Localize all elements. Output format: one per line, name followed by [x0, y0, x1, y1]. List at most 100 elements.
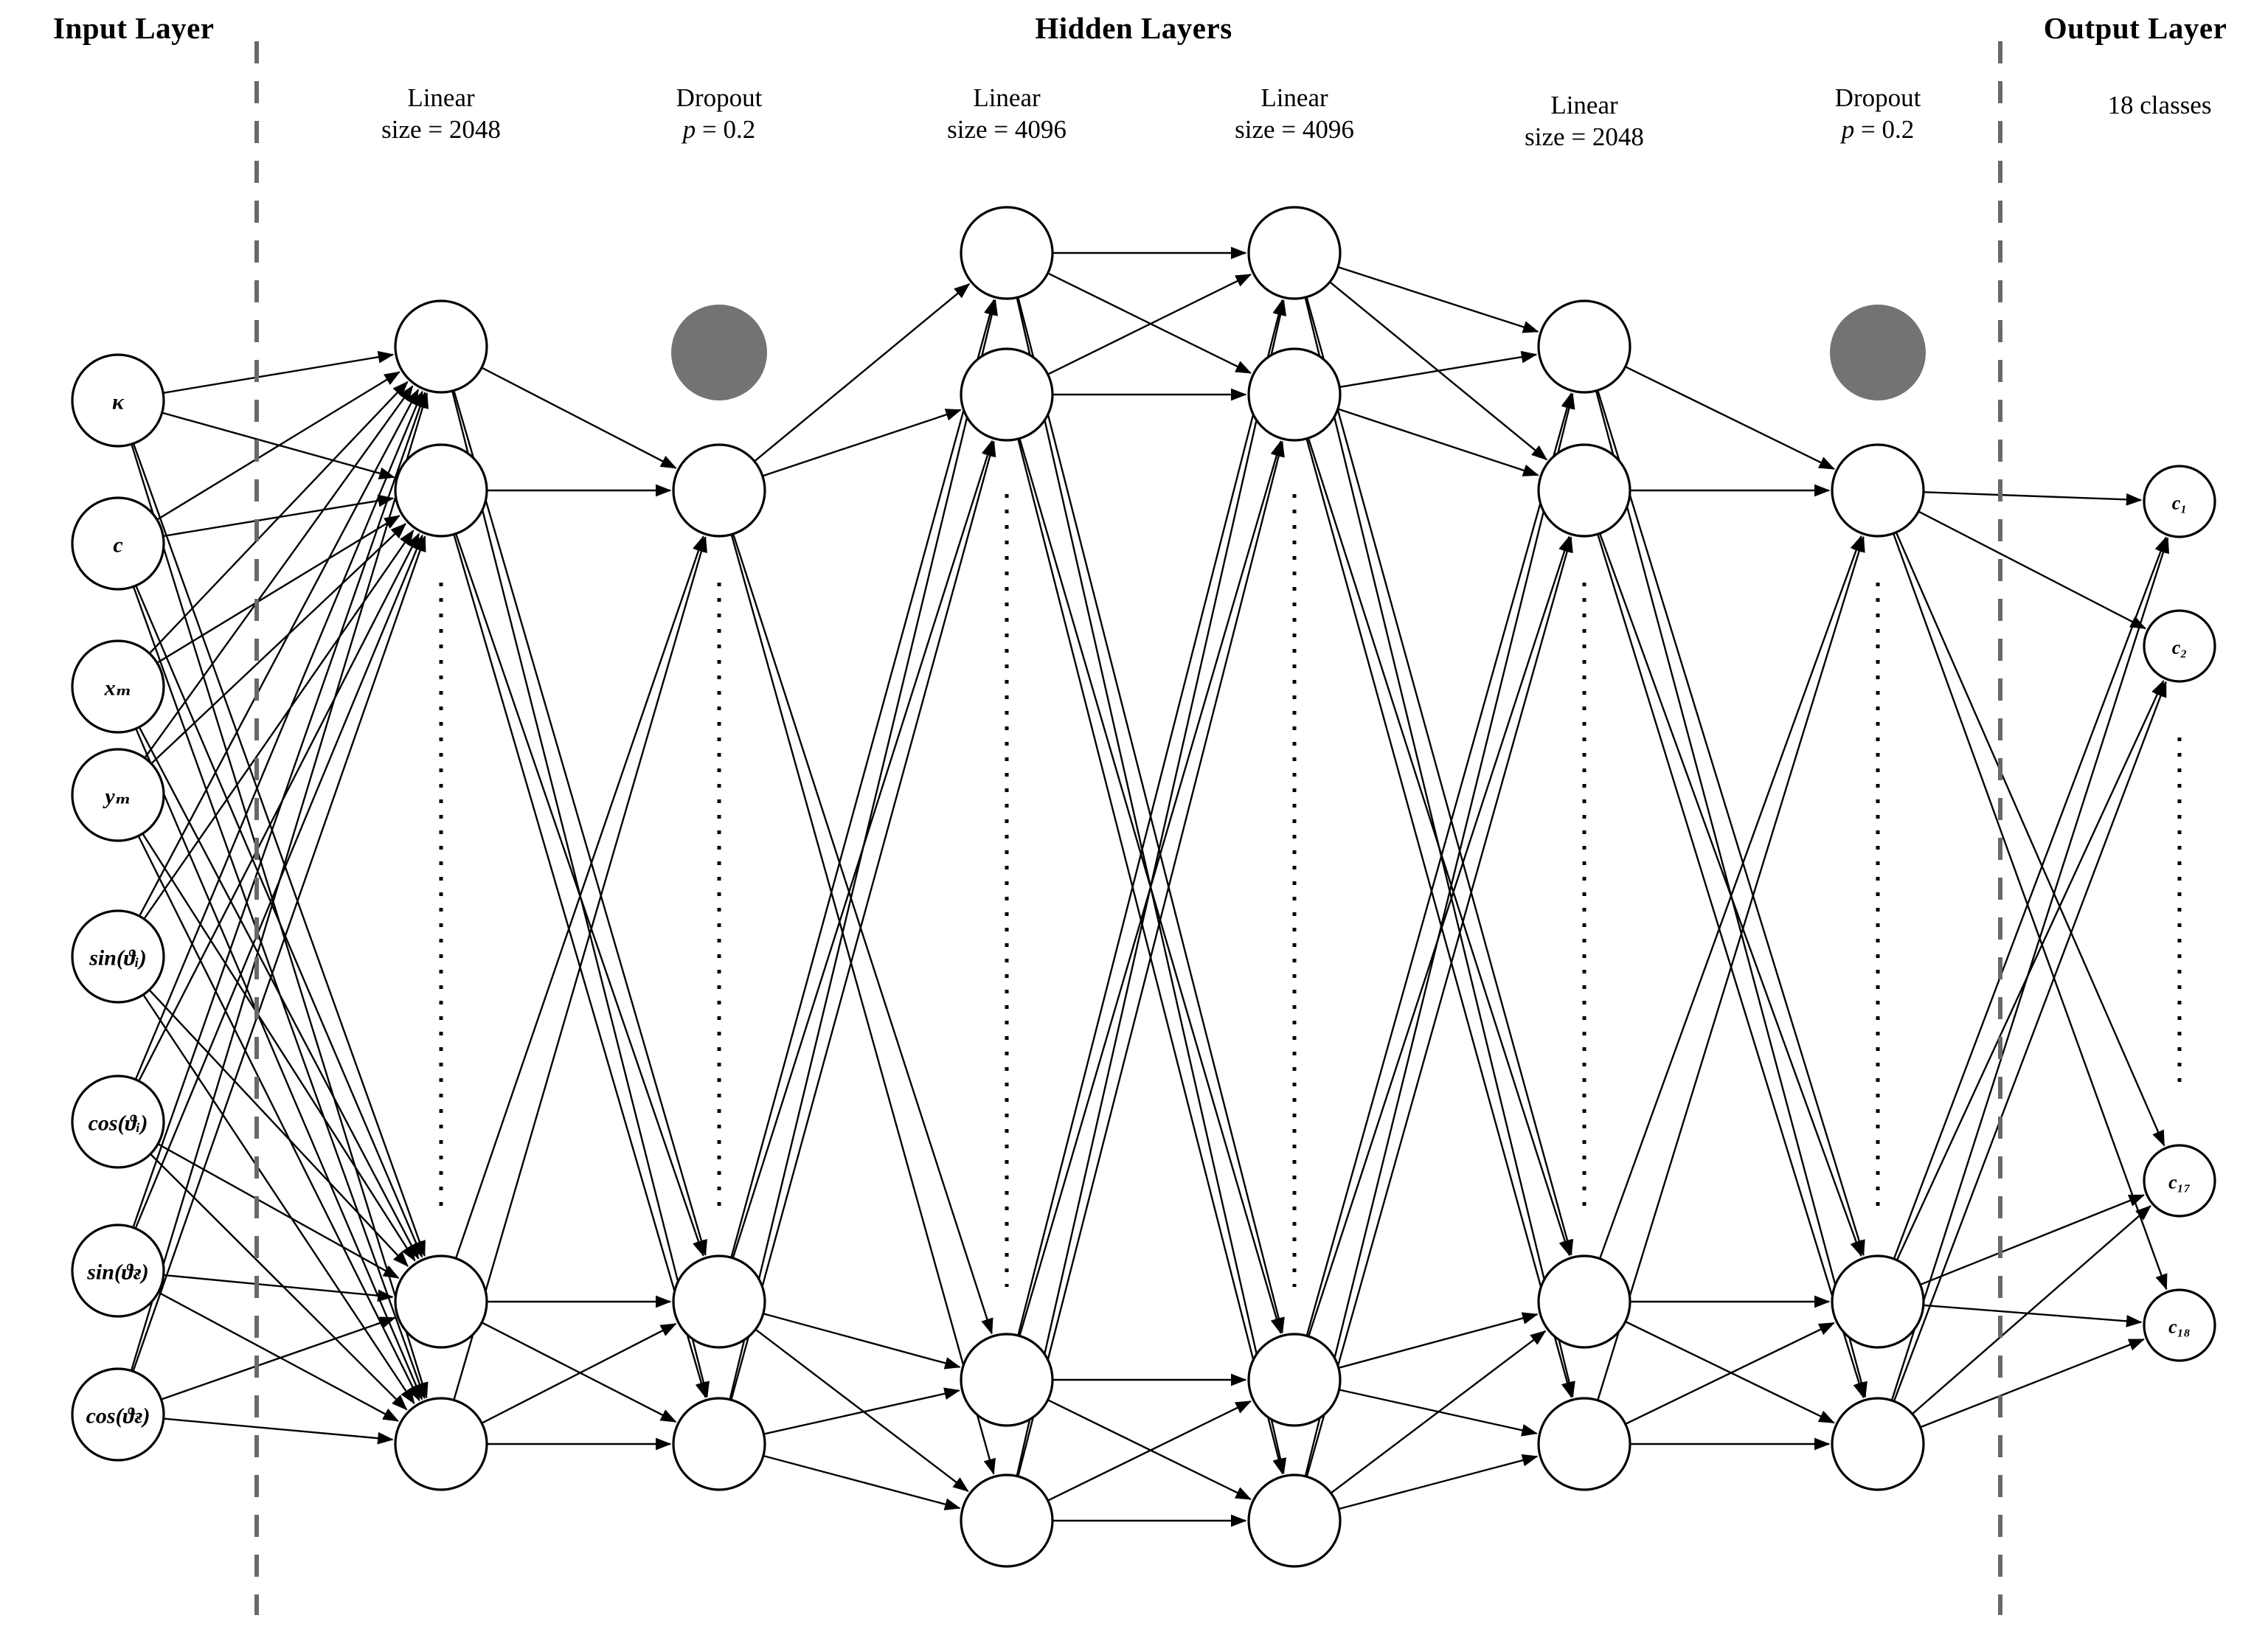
caption-line2-dropout-2: p = 0.2 — [1841, 114, 1915, 144]
edge-in-kappa-to-l1-n3 — [133, 443, 426, 1257]
node-circle-out-c1 — [2143, 465, 2216, 538]
edge-d1-n1-to-l2-n2 — [763, 409, 962, 477]
node-circle-l4-n3 — [1537, 1254, 1631, 1349]
node-d2-n2 — [1831, 1254, 1925, 1349]
caption-line1-dropout-2: Dropout — [1834, 83, 1921, 112]
edge-d2-n3-to-out-c2 — [1893, 681, 2167, 1401]
edge-d2-n2-to-out-c18 — [1924, 1304, 2143, 1327]
node-l4-n1 — [1537, 299, 1631, 394]
section-title-hidden-layers: Hidden Layers — [1035, 11, 1232, 45]
edge-in-xm-to-l1-n4 — [135, 729, 423, 1400]
node-label-in-cos-f: cos(ϑғ) — [86, 1404, 150, 1429]
edge-l1-n4-to-d1-n1 — [453, 535, 707, 1400]
edge-d1-n3-to-l2-n1 — [729, 299, 998, 1400]
edge-l3-n3-to-l4-n3 — [1339, 1312, 1539, 1369]
edge-l1-n1-to-d1-n1 — [482, 367, 677, 469]
node-label-in-kappa: κ — [112, 390, 125, 414]
edge-l3-n2-to-l4-n4 — [1305, 439, 1574, 1398]
node-in-sin-i: sin(ϑᵢ) — [71, 909, 165, 1004]
node-label-in-c: c — [113, 533, 122, 558]
edge-d2-n3-to-out-c18 — [1921, 1338, 2145, 1429]
edge-l3-n2-to-l4-n1 — [1339, 350, 1538, 388]
node-l4-n2 — [1537, 443, 1631, 538]
node-d2-n3 — [1831, 1397, 1925, 1491]
node-l1-n3 — [394, 1254, 488, 1349]
edge-l3-n3-to-l4-n1 — [1305, 392, 1573, 1336]
node-in-cos-i: cos(ϑᵢ) — [71, 1075, 165, 1169]
edge-d2-n3-to-out-c1 — [1891, 537, 2170, 1400]
edge-in-kappa-to-l1-n1 — [163, 350, 395, 394]
node-circle-in-cos-i — [71, 1075, 165, 1169]
edge-d2-n1-to-out-c2 — [1918, 510, 2147, 630]
edge-in-c-to-l1-n1 — [157, 371, 400, 521]
node-label-out-c2: c₂ — [2172, 637, 2188, 659]
node-circle-d1-n3 — [672, 1397, 766, 1491]
node-circle-d2-n1 — [1831, 443, 1925, 538]
node-l3-n3 — [1247, 1333, 1342, 1427]
node-d1-n3 — [672, 1397, 766, 1491]
edge-d1-n1-to-l2-n4 — [730, 535, 996, 1475]
edge-l2-n2-to-l3-n1 — [1047, 274, 1252, 375]
node-l3-n4 — [1247, 1473, 1342, 1568]
edges-group — [131, 246, 2170, 1527]
node-circle-l2-n2 — [960, 347, 1054, 442]
node-circle-d2-n3 — [1831, 1397, 1925, 1491]
edge-l4-n1-to-d2-n1 — [1626, 366, 1836, 471]
node-circle-out-c18 — [2143, 1288, 2216, 1362]
node-circle-l3-n1 — [1247, 206, 1342, 300]
edge-d2-n1-to-out-c18 — [1893, 533, 2168, 1291]
node-circle-in-xm — [71, 639, 165, 734]
node-circle-l1-n4 — [394, 1397, 488, 1491]
node-label-in-sin-i: sin(ϑᵢ) — [89, 946, 147, 971]
edge-in-sin-i-to-l1-n2 — [143, 530, 415, 919]
caption-line1-output: 18 classes — [2107, 91, 2212, 119]
node-l2-n3 — [960, 1333, 1054, 1427]
edge-in-ym-to-l1-n1 — [144, 385, 414, 758]
edge-l2-n4-to-l3-n2 — [1017, 440, 1285, 1476]
edge-d1-n2-to-l2-n3 — [763, 1313, 961, 1370]
caption-line1-linear-3: Linear — [1260, 83, 1328, 112]
edge-in-sin-i-to-l1-n3 — [149, 990, 409, 1267]
edge-in-xm-to-l1-n1 — [149, 381, 409, 654]
edge-l1-n1-to-d1-n2 — [453, 391, 707, 1257]
edge-in-ym-to-l1-n4 — [137, 836, 420, 1402]
node-in-xm: xₘ — [71, 639, 165, 734]
node-circle-l4-n2 — [1537, 443, 1631, 538]
edge-l2-n4-to-l3-n1 — [1016, 299, 1287, 1476]
edge-l3-n1-to-l4-n1 — [1338, 266, 1539, 333]
edge-l4-n4-to-d2-n2 — [1626, 1322, 1835, 1425]
edge-d2-n3-to-out-c17 — [1912, 1205, 2151, 1414]
edge-in-cos-f-to-l1-n4 — [164, 1417, 394, 1445]
edge-in-cos-i-to-l1-n3 — [158, 1143, 400, 1279]
node-circle-l2-n1 — [960, 206, 1054, 300]
node-in-sin-f: sin(ϑғ) — [71, 1223, 165, 1318]
caption-line2-linear-3: size = 4096 — [1235, 114, 1354, 144]
node-circle-l2-n4 — [960, 1473, 1054, 1568]
node-l4-n4 — [1537, 1397, 1631, 1491]
node-out-c2: c₂ — [2143, 609, 2216, 683]
edge-l3-n2-to-l4-n3 — [1308, 438, 1571, 1257]
node-l2-n1 — [960, 206, 1054, 300]
node-circle-in-cos-f — [71, 1367, 165, 1462]
node-circle-in-sin-i — [71, 909, 165, 1004]
node-l1-n1 — [394, 299, 488, 394]
node-label-in-ym: yₘ — [103, 785, 131, 809]
edge-d2-n1-to-out-c17 — [1896, 532, 2165, 1147]
edge-l1-n3-to-d1-n3 — [482, 1322, 677, 1423]
edge-in-sin-f-to-l1-n3 — [164, 1274, 394, 1302]
edge-l3-n4-to-l4-n4 — [1339, 1454, 1539, 1510]
edge-in-sin-f-to-l1-n4 — [158, 1291, 400, 1422]
edge-d1-n3-to-l2-n3 — [764, 1387, 960, 1435]
node-d2-n1 — [1831, 443, 1925, 538]
edge-d1-n3-to-l2-n4 — [763, 1455, 961, 1510]
node-circle-out-c17 — [2143, 1144, 2216, 1218]
edge-in-sin-i-to-l1-n1 — [139, 389, 420, 916]
edge-d1-n1-to-l2-n1 — [754, 283, 971, 462]
edge-d1-n1-to-l2-n3 — [732, 534, 993, 1335]
edge-l2-n3-to-l3-n1 — [1017, 299, 1285, 1336]
node-label-out-c1: c₁ — [2172, 493, 2188, 514]
